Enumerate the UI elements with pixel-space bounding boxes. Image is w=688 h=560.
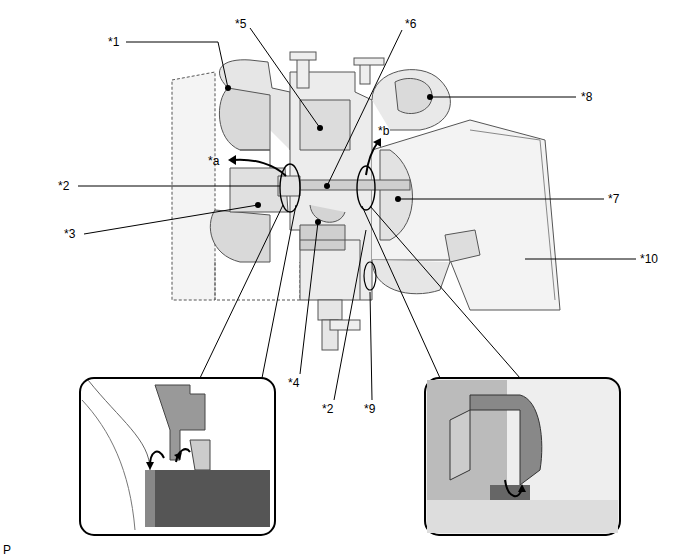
callout-number: *3 [64,227,75,241]
callout-number: *1 [108,35,119,49]
callout-number: *8 [581,90,592,104]
callout-number: *b [378,124,389,138]
callout-number: *a [208,154,219,168]
callout-number: *10 [640,252,658,266]
callout-number: P [3,543,11,557]
callout-number: *2 [322,402,333,416]
callout-number: *2 [58,179,69,193]
callout-number: *5 [235,17,246,31]
callout-number: *9 [364,402,375,416]
callout-number: *6 [405,17,416,31]
callout-number: *7 [608,192,619,206]
callout-number: *4 [288,376,299,390]
